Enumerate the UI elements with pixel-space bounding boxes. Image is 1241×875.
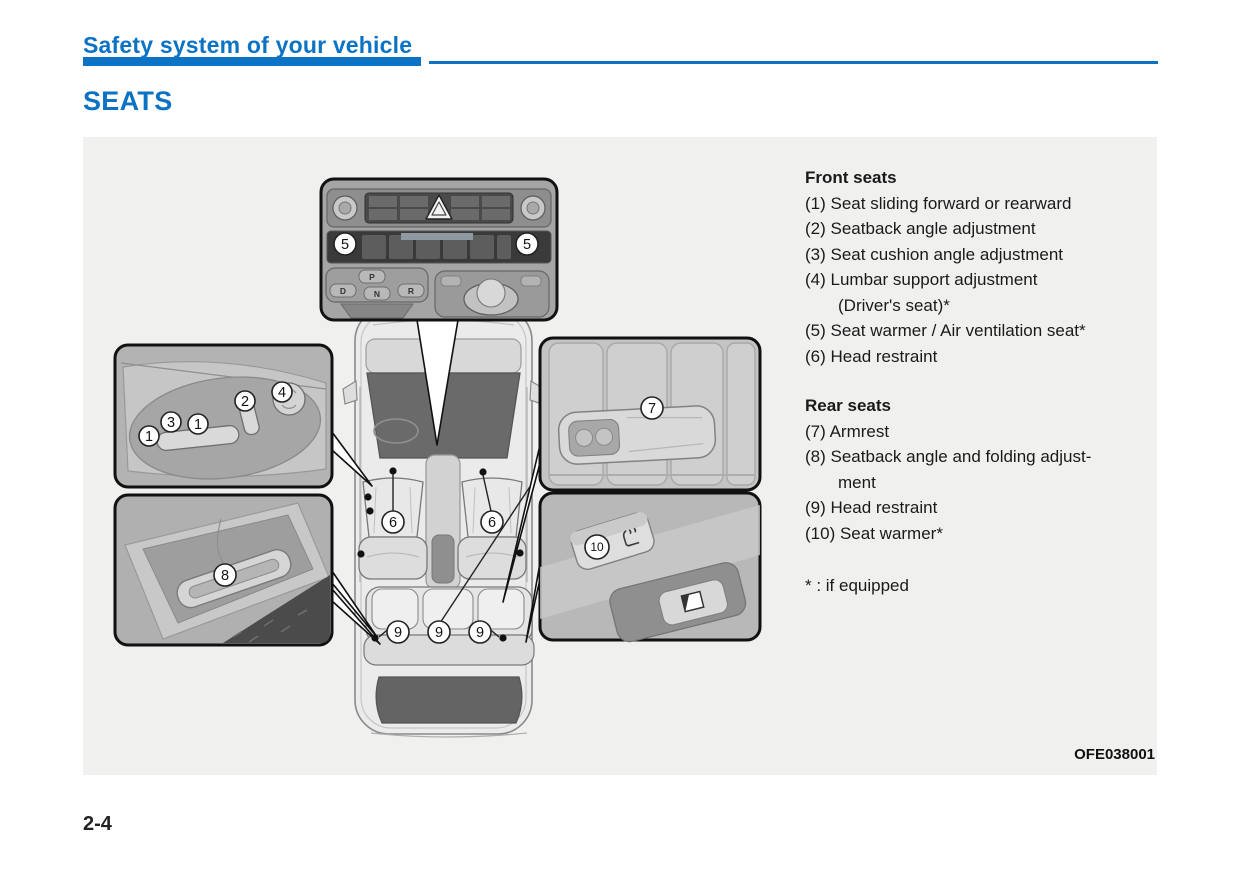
callout-1-a: 1 [145, 429, 153, 445]
callout-box-console: P D N R [319, 177, 559, 322]
left-mirror [342, 379, 358, 405]
callout-6-right: 6 [488, 515, 496, 531]
rear-window [375, 676, 523, 724]
list-item: (6) Head restraint [805, 346, 938, 366]
list-item: (1) Seat sliding forward or rearward [805, 193, 1072, 213]
shifter-label-r: R [408, 286, 414, 296]
callout-box-seat-warmer [538, 491, 762, 643]
shifter-label-n: N [374, 289, 380, 299]
steering-wheel [373, 418, 419, 444]
page-title: SEATS [83, 86, 173, 116]
header-rule-thin [429, 61, 1158, 64]
rear-seats-heading: Rear seats [805, 396, 892, 415]
list-item: (10) Seat warmer* [805, 523, 943, 543]
list-item: (4) Lumbar support adjustment(Driver's s… [805, 270, 1038, 315]
callout-10: 10 [590, 540, 604, 554]
callout-5-right: 5 [523, 237, 531, 253]
list-item: (2) Seatback angle adjustment [805, 219, 1036, 238]
callout-7: 7 [648, 401, 656, 417]
callout-9-center: 9 [435, 625, 443, 641]
footnote: * : if equipped [805, 576, 909, 595]
legend-column: Front seats (1) Seat sliding forward or … [805, 165, 1155, 599]
seats-diagram: P D N R [113, 177, 762, 738]
front-seats-heading: Front seats [805, 168, 897, 187]
callout-1-b: 1 [194, 417, 202, 433]
callout-2: 2 [241, 394, 249, 410]
windshield [366, 372, 521, 459]
leader-dots [357, 467, 524, 642]
hazard-button-icon [425, 194, 453, 220]
figure-code: OFE038001 [1074, 746, 1155, 763]
callout-circles: 5 5 1 3 1 2 4 8 7 10 6 6 9 9 9 [138, 232, 664, 644]
list-item: (3) Seat cushion angle adjustment [805, 244, 1064, 264]
callout-3: 3 [167, 415, 175, 431]
chapter-title: Safety system of your vehicle [83, 32, 413, 58]
seat-warmer-icon [622, 527, 640, 547]
page-number: 2-4 [83, 813, 112, 835]
callout-box-seat-controls [113, 343, 334, 489]
window-icon [680, 590, 705, 613]
list-item: (9) Head restraint [805, 498, 938, 517]
list-item: (8) Seatback angle and folding adjust-me… [805, 447, 1092, 492]
shifter-label-p: P [369, 272, 375, 282]
rear-seats-list: (7) Armrest (8) Seatback angle and foldi… [805, 419, 1155, 547]
list-item: (7) Armrest [805, 421, 890, 441]
callout-9-left: 9 [394, 625, 402, 641]
callout-6-left: 6 [389, 515, 397, 531]
callout-9-right: 9 [476, 625, 484, 641]
figure-panel: P D N R [83, 137, 1157, 775]
callout-8: 8 [221, 568, 229, 584]
callout-5-left: 5 [341, 237, 349, 253]
shifter-label-d: D [340, 286, 346, 296]
callout-4: 4 [278, 385, 286, 401]
header-rule-thick [83, 57, 421, 66]
front-seats-list: (1) Seat sliding forward or rearward (2)… [805, 191, 1155, 370]
list-item: (5) Seat warmer / Air ventilation seat* [805, 321, 1086, 340]
